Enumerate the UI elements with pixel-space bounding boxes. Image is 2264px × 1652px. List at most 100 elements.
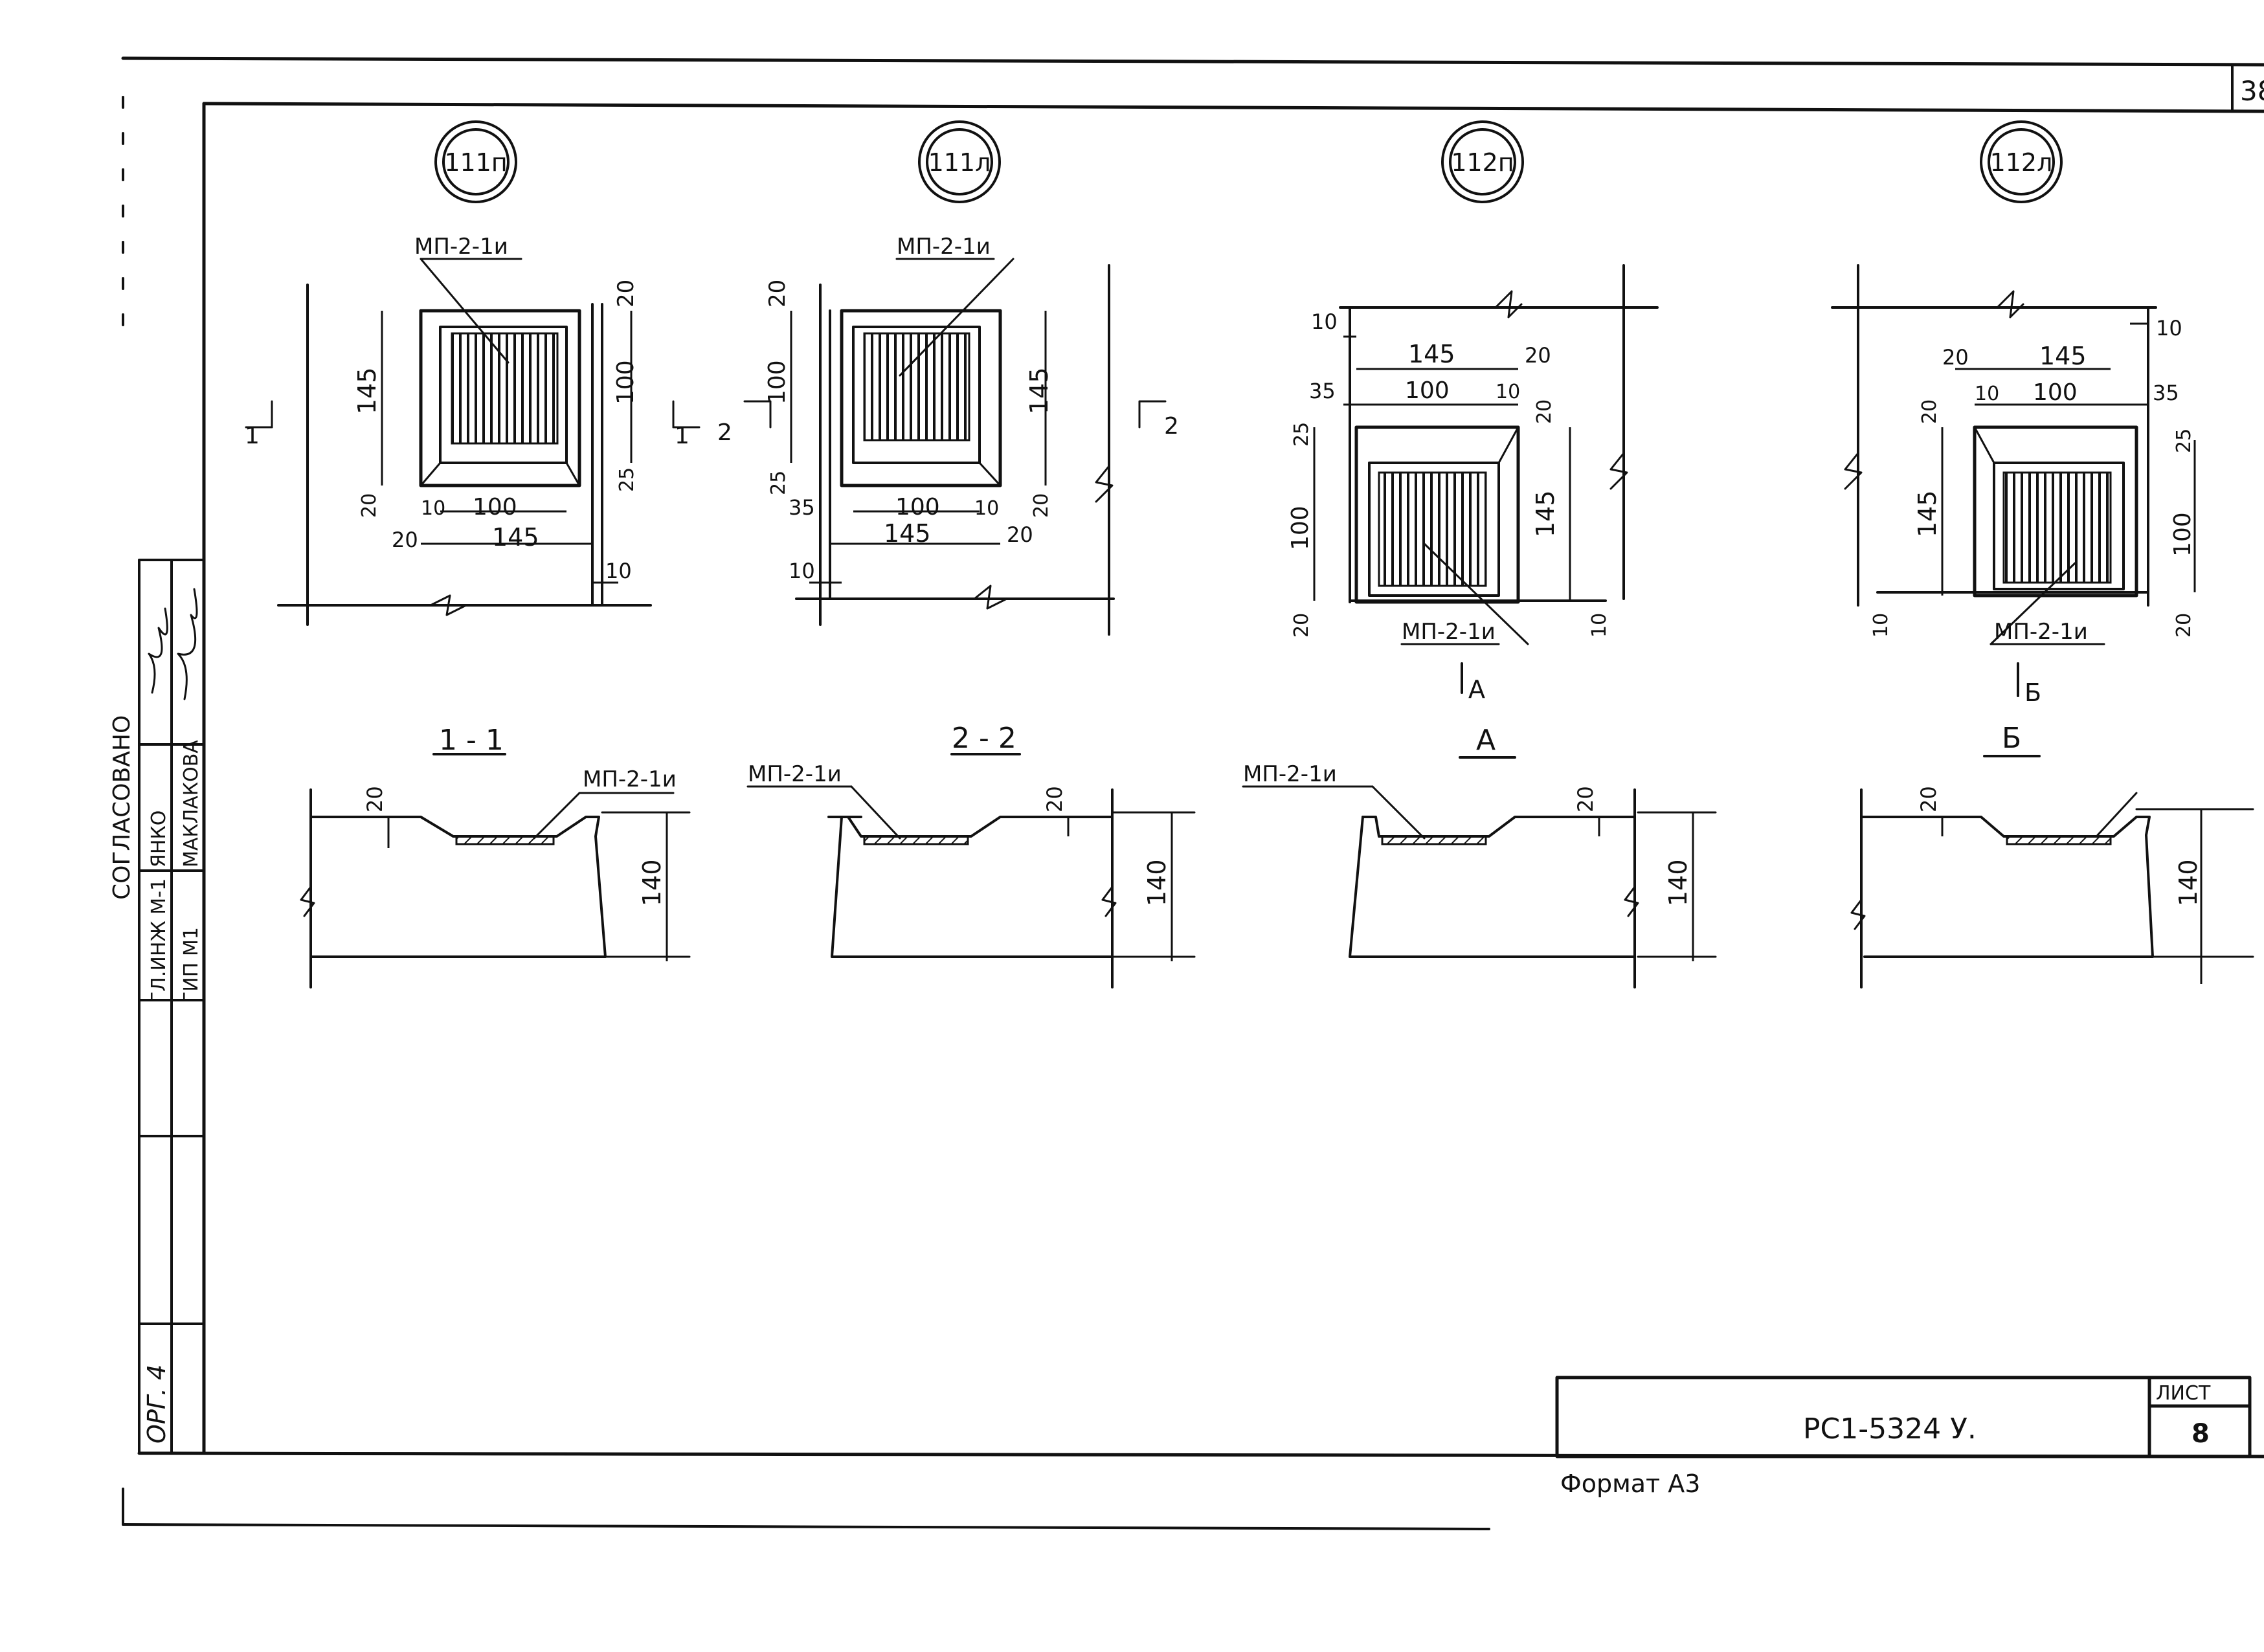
- section-1-1-dim-140: 140: [638, 859, 666, 906]
- plan-111l-dim-20a: 20: [765, 280, 790, 307]
- plan-112l: [1831, 264, 2196, 697]
- mark-111p-label: 111п: [444, 148, 507, 177]
- plan-111p-dim-20b: 20: [358, 493, 381, 518]
- plan-112p-view-label: А: [1468, 675, 1485, 704]
- stamp-role-1: ГЛ.ИНЖ М-1: [148, 878, 170, 1003]
- section-1-1-dim-20: 20: [363, 786, 387, 812]
- title-block: [1555, 1376, 2252, 1458]
- plan-112l-dim-25: 25: [2173, 429, 2195, 453]
- plan-112p-dim-10a: 10: [1311, 309, 1338, 334]
- approval-stamp: [138, 559, 205, 1455]
- section-1-1-title: 1 - 1: [439, 724, 504, 757]
- view-a-dim-140: 140: [1664, 859, 1692, 906]
- plan-111l-section-left: 2: [717, 419, 732, 446]
- plan-111p-dim-145h: 145: [492, 523, 539, 552]
- plan-112l-dim-145v: 145: [1913, 490, 1942, 537]
- mark-111p: [434, 120, 517, 203]
- plan-111p-dim-100h: 100: [473, 494, 517, 520]
- plan-112p-dim-145h: 145: [1408, 340, 1455, 368]
- stamp-name-1: ЯНКО: [148, 810, 170, 867]
- plan-111p-dim-10a: 10: [421, 497, 445, 520]
- plan-112l-dim-35: 35: [2153, 381, 2179, 405]
- plan-112l-dim-10a: 10: [2156, 316, 2182, 340]
- plan-112p-dim-10c: 10: [1588, 613, 1611, 638]
- document-code: PC1-5324 У.: [1803, 1412, 1977, 1446]
- plan-111p-callout: МП-2-1и: [414, 234, 508, 260]
- plan-111l-callout: МП-2-1и: [897, 234, 991, 260]
- plan-112p-dim-20c: 20: [1290, 613, 1313, 638]
- plan-111l-dim-35: 35: [789, 495, 815, 520]
- plan-111l-section-right: 2: [1164, 413, 1179, 440]
- plan-111p: [245, 258, 700, 626]
- plan-112p-dim-100h: 100: [1405, 377, 1450, 404]
- mark-112l: [1980, 120, 2063, 203]
- stamp-note: ОРГ. 4: [142, 1365, 171, 1444]
- plan-111l-dim-145v: 145: [1025, 367, 1053, 414]
- plan-112p-callout: МП-2-1и: [1402, 619, 1496, 645]
- plan-112p-dim-20a: 20: [1525, 343, 1551, 368]
- plan-112l-dim-145h: 145: [2039, 342, 2087, 370]
- sheet-label: ЛИСТ: [2156, 1382, 2211, 1405]
- plan-111l-dim-100v: 100: [764, 360, 790, 405]
- stamp-heading: СОГЛАСОВАНО: [109, 715, 135, 900]
- plan-111p-dim-10b: 10: [605, 559, 632, 583]
- plan-111p-dim-25: 25: [616, 467, 638, 492]
- view-a-dim-20: 20: [1573, 786, 1598, 812]
- format-label: Формат А3: [1560, 1469, 1700, 1498]
- plan-112l-dim-20a: 20: [1942, 345, 1969, 370]
- plan-112p-dim-25: 25: [1290, 422, 1313, 447]
- section-2-2-title: 2 - 2: [952, 722, 1016, 755]
- plan-112p-dim-145v: 145: [1531, 490, 1560, 537]
- plan-111l: [743, 258, 1167, 636]
- section-2-2: [746, 753, 1196, 988]
- plan-111p-dim-20c: 20: [392, 528, 418, 552]
- plan-112l-dim-20c: 20: [2173, 613, 2195, 638]
- plan-111p-section-left: 1: [245, 423, 260, 449]
- view-a: [1242, 756, 1717, 988]
- stamp-name-2: МАКЛАКОВА: [180, 740, 203, 867]
- plan-112l-dim-100h: 100: [2033, 379, 2078, 406]
- plan-111l-dim-145h: 145: [884, 519, 931, 548]
- mark-112p-label: 112п: [1451, 148, 1514, 177]
- plan-111p-dim-20a: 20: [613, 280, 639, 307]
- view-b-title: Б: [2002, 722, 2021, 755]
- plan-112p-dim-10b: 10: [1496, 381, 1520, 403]
- section-2-2-dim-140: 140: [1143, 859, 1171, 906]
- mark-111l-label: 111л: [928, 148, 991, 177]
- view-a-callout: МП-2-1и: [1243, 761, 1337, 787]
- view-b-dim-140: 140: [2174, 859, 2202, 906]
- sheet-frame: [121, 56, 2264, 1530]
- plan-112l-dim-10b: 10: [1975, 383, 1999, 405]
- plan-111p-dim-100v: 100: [612, 360, 639, 405]
- mark-112l-label: 112л: [1990, 148, 2053, 177]
- mark-111l: [918, 120, 1001, 203]
- plan-111l-dim-20b: 20: [1030, 493, 1053, 518]
- plan-111l-dim-10b: 10: [789, 559, 815, 583]
- plan-112l-dim-100v: 100: [2169, 512, 2196, 557]
- plan-111l-dim-20c: 20: [1007, 522, 1033, 547]
- view-b-dim-20: 20: [1916, 786, 1941, 812]
- plan-112p-dim-35: 35: [1309, 379, 1336, 403]
- plan-112l-view-label: Б: [2024, 678, 2041, 707]
- plan-112p-dim-20b: 20: [1533, 399, 1556, 424]
- view-a-title: А: [1476, 724, 1496, 757]
- plan-111p-dim-145v: 145: [353, 367, 381, 414]
- plan-111l-dim-10a: 10: [974, 497, 999, 520]
- plan-111l-dim-100h: 100: [895, 494, 940, 520]
- mark-112p: [1441, 120, 1524, 203]
- sheet-number: 8: [2191, 1419, 2210, 1449]
- plan-111p-section-right: 1: [675, 423, 689, 449]
- plan-111l-dim-25: 25: [767, 471, 790, 495]
- section-1-1-callout: МП-2-1и: [583, 766, 677, 792]
- plan-112l-dim-20b: 20: [1918, 399, 1941, 424]
- section-2-2-dim-20: 20: [1042, 786, 1067, 812]
- section-1-1: [300, 753, 691, 988]
- view-b: [1850, 755, 2254, 988]
- page-number: 38: [2240, 75, 2264, 107]
- stamp-role-2: ГИП М1: [180, 927, 203, 1003]
- plan-112l-callout: МП-2-1и: [1994, 619, 2088, 645]
- plan-112l-dim-10c: 10: [1870, 613, 1892, 638]
- plan-112p-dim-100v: 100: [1287, 506, 1314, 550]
- section-2-2-callout: МП-2-1и: [748, 761, 842, 787]
